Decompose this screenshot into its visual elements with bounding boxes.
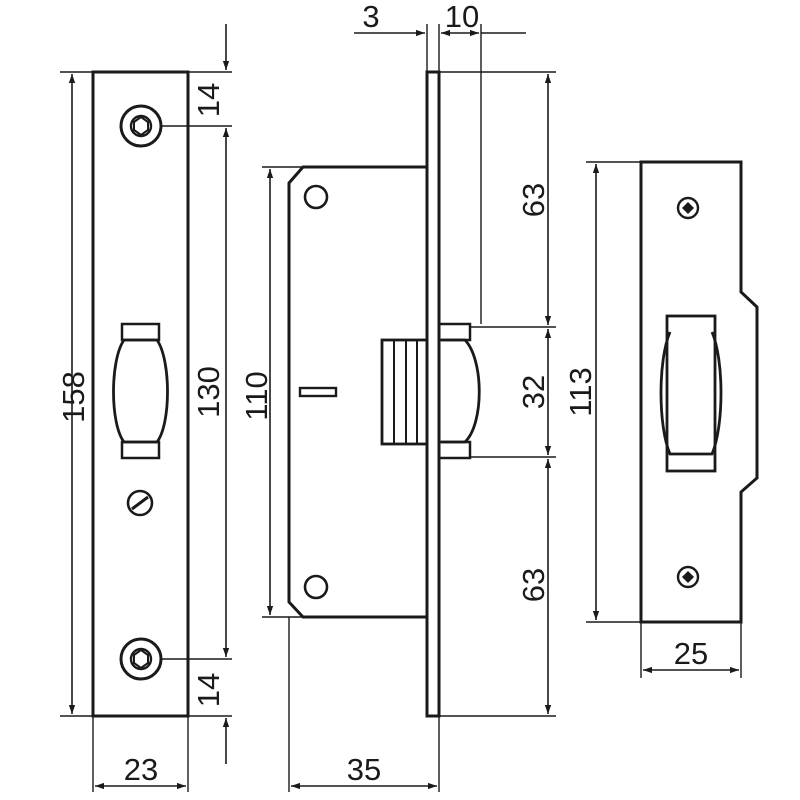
dim-strike-width: 25 [674, 636, 708, 671]
strike-opening-outer [665, 314, 717, 473]
dim-latch-height: 32 [516, 375, 551, 409]
faceplate-outline [91, 70, 190, 718]
lock-case-outline [287, 165, 427, 619]
case-lower-rivet-icon [303, 574, 329, 600]
dim-latch-top-offset: 63 [516, 183, 551, 217]
adjustment-screw-icon [126, 489, 154, 517]
latch-bolt-side [380, 322, 481, 460]
dim-case-height: 110 [239, 371, 274, 420]
faceplate-dimensions: 158 14 130 14 23 [56, 24, 232, 792]
strike-lower-screw-icon [676, 565, 700, 589]
dim-faceplate-width: 23 [124, 752, 158, 787]
faceplate-front-view [91, 70, 190, 718]
strike-plate-dimensions: 113 25 [563, 161, 742, 678]
dim-faceplate-hole-spacing: 130 [191, 366, 226, 418]
dim-bolt-projection: 10 [445, 0, 479, 34]
strike-plate-outline [639, 160, 759, 624]
bottom-mounting-screw-icon [119, 637, 163, 681]
case-upper-rivet-icon [303, 184, 329, 210]
latch-bolt-opening [112, 322, 169, 460]
strike-upper-screw-icon [676, 196, 700, 220]
dim-faceplate-top-offset: 14 [191, 83, 226, 117]
top-mounting-screw-icon [119, 104, 163, 148]
lock-body-dimensions: 110 35 3 10 63 32 63 [239, 0, 556, 792]
dim-faceplate-length: 158 [56, 371, 91, 423]
dim-strike-length: 113 [563, 367, 598, 416]
strike-plate-view [639, 160, 759, 624]
forend-flange [425, 70, 441, 718]
strike-opening-inner [659, 331, 723, 456]
dim-latch-bottom-offset: 63 [516, 568, 551, 602]
dim-faceplate-bottom-offset: 14 [191, 673, 226, 707]
lock-body-side-view [287, 70, 481, 718]
dim-flange-thickness: 3 [362, 0, 379, 34]
dim-case-depth: 35 [347, 752, 381, 787]
keyhole-slot [298, 386, 338, 398]
